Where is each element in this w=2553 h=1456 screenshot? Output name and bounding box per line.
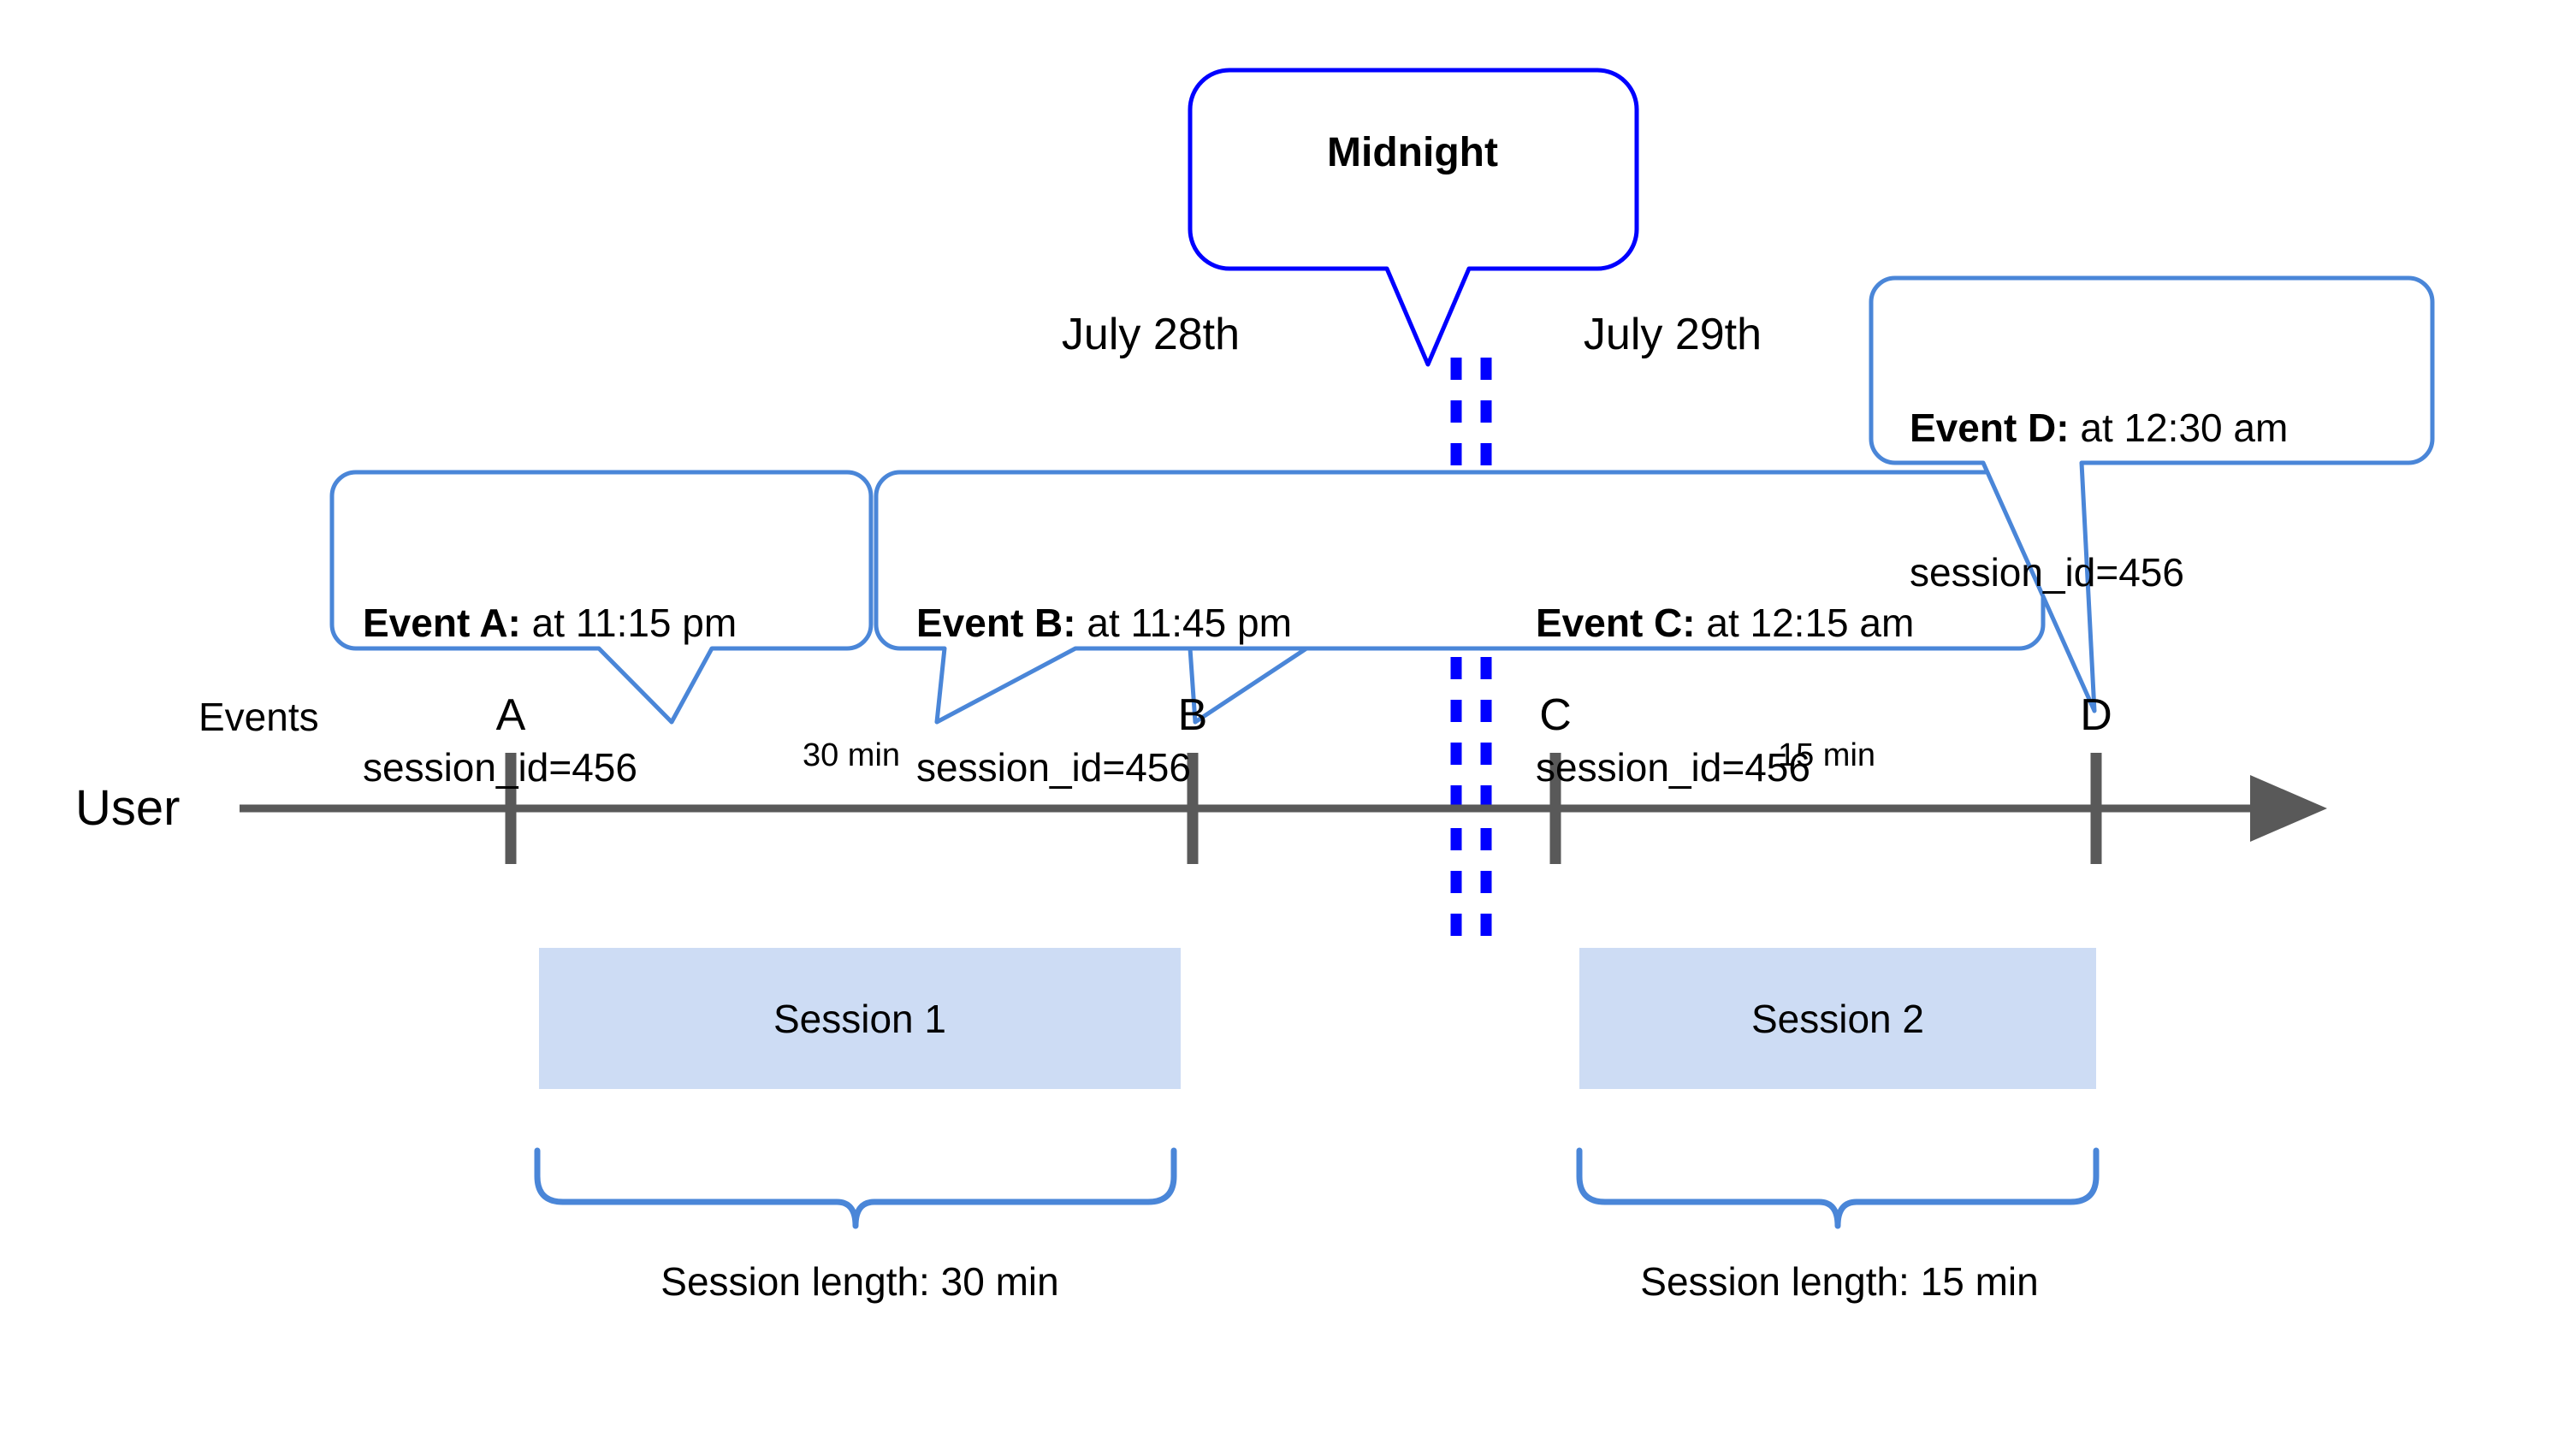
row-label-user: User xyxy=(75,780,181,836)
session-2-length-label: Session length: 15 min xyxy=(1640,1259,2039,1304)
event-b-time: at 11:45 pm xyxy=(1075,601,1292,646)
duration-label-a-b: 30 min xyxy=(802,737,901,773)
event-c-time: at 12:15 am xyxy=(1695,601,1915,646)
event-letter-c: C xyxy=(1539,690,1572,740)
session-1-bar-label: Session 1 xyxy=(773,996,946,1041)
event-letter-a: A xyxy=(495,690,526,740)
event-d-callout-text: Event D: at 12:30 am session_id=456 xyxy=(1910,308,2423,692)
session-2-bar-label: Session 2 xyxy=(1750,996,1924,1041)
session-1-brace xyxy=(534,1147,1177,1229)
midnight-label: Midnight xyxy=(1327,130,1498,175)
event-c-prefix: Event C: xyxy=(1536,601,1696,646)
session-1-bar: Session 1 xyxy=(539,948,1181,1089)
session-2-brace xyxy=(1576,1147,2100,1229)
event-d-time: at 12:30 am xyxy=(2069,405,2289,451)
event-a-time: at 11:15 pm xyxy=(520,601,737,646)
date-label-july-28: July 28th xyxy=(1061,310,1241,359)
event-b-session-id: session_id=456 xyxy=(916,744,1191,790)
midnight-boundary-lines xyxy=(1450,358,1492,939)
event-a-session-id: session_id=456 xyxy=(363,744,637,790)
event-d-session-id: session_id=456 xyxy=(1910,549,2184,595)
row-label-events: Events xyxy=(198,695,319,739)
date-label-july-29: July 29th xyxy=(1583,310,1762,359)
session-2-bar: Session 2 xyxy=(1579,948,2096,1089)
event-letter-d: D xyxy=(2080,690,2112,740)
event-b-prefix: Event B: xyxy=(916,601,1076,646)
event-b-callout-text: Event B: at 11:45 pm session_id=456 xyxy=(916,503,1413,887)
session-1-length-label: Session length: 30 min xyxy=(660,1259,1059,1304)
duration-label-c-d: 15 min xyxy=(1777,737,1876,773)
event-a-prefix: Event A: xyxy=(363,601,521,646)
event-c-session-id: session_id=456 xyxy=(1536,744,1810,790)
event-a-callout-text: Event A: at 11:15 pm session_id=456 xyxy=(363,503,859,887)
event-letter-b: B xyxy=(1177,690,1208,740)
event-c-callout-text: Event C: at 12:15 am session_id=456 xyxy=(1536,503,2032,887)
event-d-prefix: Event D: xyxy=(1910,405,2070,451)
